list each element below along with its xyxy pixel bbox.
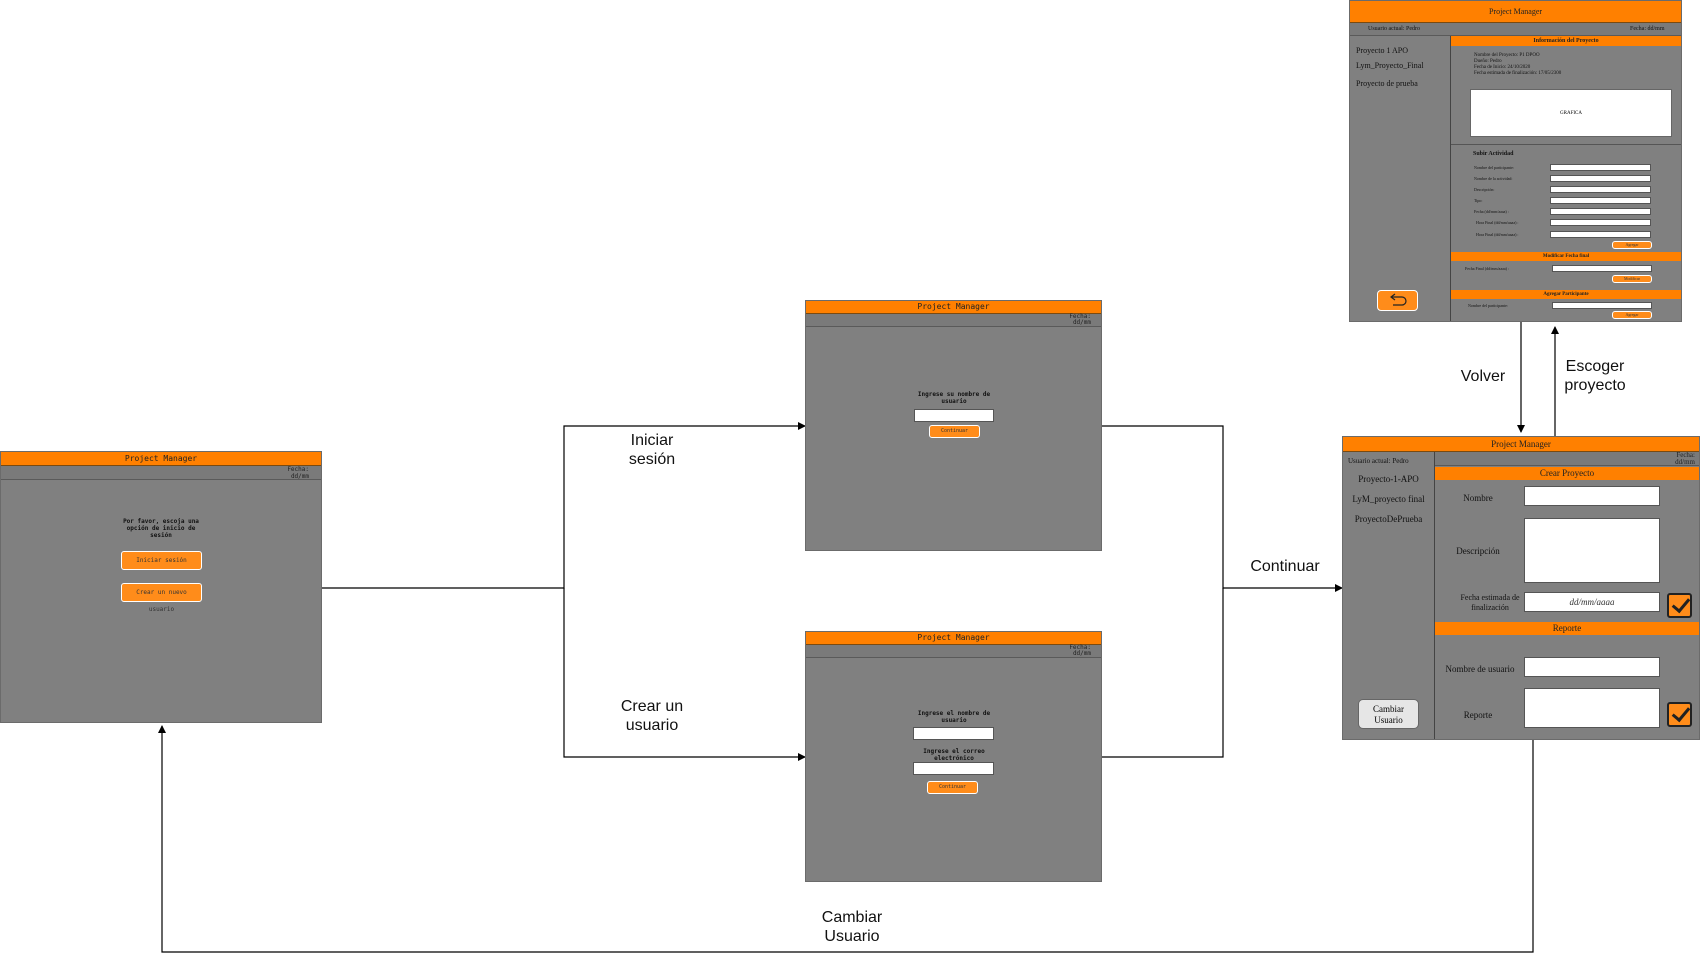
current-user-label: Usuario actual: Pedro [1348, 457, 1409, 465]
activity-field-label: Descripción: [1474, 187, 1495, 192]
activity-field-input[interactable] [1550, 208, 1651, 215]
flow-label-login: Iniciar sesión [628, 432, 676, 468]
flow-label-continue: Continuar [1250, 558, 1320, 575]
date-label: Fecha: dd/mm [806, 314, 1101, 327]
section-divider [1451, 144, 1681, 145]
activity-field-input[interactable] [1550, 231, 1651, 238]
email-prompt: Ingrese el correo electrónico [923, 748, 985, 762]
window-title: Project Manager [806, 301, 1101, 314]
activity-field-label: Fecha (dd/mm/aaaa) : [1474, 209, 1509, 214]
report-header: Reporte [1435, 622, 1699, 635]
back-button[interactable] [1377, 290, 1418, 311]
end-date-label: Fecha estimada de finalización [1460, 593, 1520, 612]
description-input[interactable] [1524, 518, 1660, 583]
login-screen: Project Manager Fecha: dd/mm Ingrese su … [805, 300, 1102, 551]
project-info-line: Nombre del Proyecto: P1 DPOO [1474, 53, 1540, 58]
email-input[interactable] [913, 762, 994, 775]
username-prompt: Ingrese su nombre de usuario [917, 391, 991, 405]
edge-login-to-main [1102, 425, 1343, 592]
activity-field-input[interactable] [1550, 219, 1651, 226]
end-date-input[interactable]: dd/mm/aaaa [1524, 592, 1660, 612]
description-label: Descripción [1456, 546, 1500, 556]
create-user-screen: Project Manager Fecha: dd/mm Ingrese el … [805, 631, 1102, 882]
activity-field-label: Hora Final (dd/mm/aaaa) : [1476, 232, 1519, 237]
sidebar-project-item[interactable]: Proyecto-1-APO [1358, 474, 1419, 484]
flow-label-change-user: Cambiar Usuario [821, 909, 883, 945]
modify-end-date-input[interactable] [1552, 265, 1652, 272]
username-label: Nombre de usuario [1445, 664, 1515, 674]
flow-label-create-user: Crear un usuario [620, 698, 684, 734]
project-info-line: Fecha de Inicio: 24/10/2020 [1474, 65, 1531, 70]
activity-field-label: Nombre de la actividad: [1474, 176, 1513, 181]
current-user-label: Usuario actual: Pedro [1368, 26, 1420, 32]
username-input[interactable] [914, 409, 994, 422]
date-label: Fecha: dd/mm [1435, 452, 1699, 466]
edge-create-to-main [1102, 588, 1224, 758]
date-label: Fecha: dd/mm [1, 466, 321, 480]
edge-main-to-start [158, 725, 1534, 953]
continue-button[interactable]: Continuar [927, 781, 978, 794]
name-label: Nombre [1463, 493, 1493, 503]
project-sidebar [1343, 452, 1435, 739]
start-screen: Project Manager Fecha: dd/mm Por favor, … [0, 451, 322, 723]
project-sidebar [1350, 36, 1451, 321]
login-options-prompt: Por favor, escoja una opción de inicio d… [123, 518, 199, 539]
project-info-header: Información del Proyecto [1451, 36, 1681, 46]
sidebar-project-item[interactable]: Lym_Proyecto_Final [1356, 61, 1424, 70]
activity-field-input[interactable] [1550, 186, 1651, 193]
activity-field-label: Hora Final (dd/mm/aaaa) : [1476, 220, 1519, 225]
confirm-project-checkbox[interactable] [1667, 593, 1692, 618]
sidebar-project-item[interactable]: Proyecto de prueba [1356, 79, 1418, 88]
activity-field-input[interactable] [1550, 197, 1651, 204]
participant-name-input[interactable] [1552, 302, 1652, 309]
change-user-button[interactable]: Cambiar Usuario [1358, 699, 1419, 729]
date-label: Fecha: dd/mm [1630, 26, 1665, 32]
project-info-line: Fecha estimada de finalización: 17/05/23… [1474, 71, 1562, 76]
date-label: Fecha: dd/mm [806, 645, 1101, 658]
add-participant-header: Agregar Participante [1451, 290, 1681, 299]
edge-start-to-create [563, 588, 806, 761]
return-icon [1390, 293, 1407, 306]
main-screen: Project Manager Usuario actual: Pedro Pr… [1342, 436, 1700, 740]
edge-start-to-login [322, 422, 806, 589]
sidebar-project-item[interactable]: LyM_proyecto final [1352, 494, 1425, 504]
window-title: Project Manager [806, 632, 1101, 645]
project-chart-placeholder: GRAFICA [1470, 89, 1672, 137]
modify-end-date-header: Modificar Fecha final [1451, 252, 1681, 261]
create-user-button[interactable]: Crear un nuevo usuario [121, 583, 202, 613]
activity-field-input[interactable] [1550, 175, 1651, 182]
modify-button[interactable]: Modificar [1612, 275, 1652, 283]
sidebar-project-item[interactable]: ProyectoDePrueba [1354, 514, 1423, 524]
login-button[interactable]: Iniciar sesión [121, 551, 202, 570]
add-participant-button[interactable]: Agregar [1612, 311, 1652, 319]
flow-label-back: Volver [1460, 368, 1506, 385]
activity-field-label: Tipo: [1474, 198, 1483, 203]
upload-activity-header: Subir Actividad [1473, 151, 1514, 157]
window-title: Project Manager [1350, 1, 1681, 23]
project-info-line: Dueño: Pedro [1474, 59, 1502, 64]
continue-button[interactable]: Continuar [929, 425, 980, 438]
project-detail-screen: Project Manager Usuario actual: Pedro Fe… [1349, 0, 1682, 322]
sidebar-project-item[interactable]: Proyecto 1 APO [1356, 46, 1408, 55]
report-label: Reporte [1463, 710, 1493, 720]
flow-label-choose-project: Escoger proyecto [1564, 358, 1626, 394]
activity-field-input[interactable] [1550, 164, 1651, 171]
window-title: Project Manager [1, 452, 321, 466]
project-name-input[interactable] [1524, 486, 1660, 506]
username-input[interactable] [913, 727, 994, 740]
username-prompt: Ingrese el nombre de usuario [917, 710, 991, 724]
create-project-header: Crear Proyecto [1435, 467, 1699, 480]
header-bar [1350, 23, 1681, 36]
confirm-report-checkbox[interactable] [1667, 702, 1692, 727]
participant-field-label: Nombre del participante: [1468, 303, 1508, 308]
add-activity-button[interactable]: Agregar [1612, 241, 1652, 249]
modify-field-label: Fecha Final (dd/mm/aaaa) : [1465, 266, 1510, 271]
window-title: Project Manager [1343, 437, 1699, 452]
report-username-input[interactable] [1524, 657, 1660, 677]
report-input[interactable] [1524, 688, 1660, 728]
activity-field-label: Nombre del participante: [1474, 165, 1514, 170]
